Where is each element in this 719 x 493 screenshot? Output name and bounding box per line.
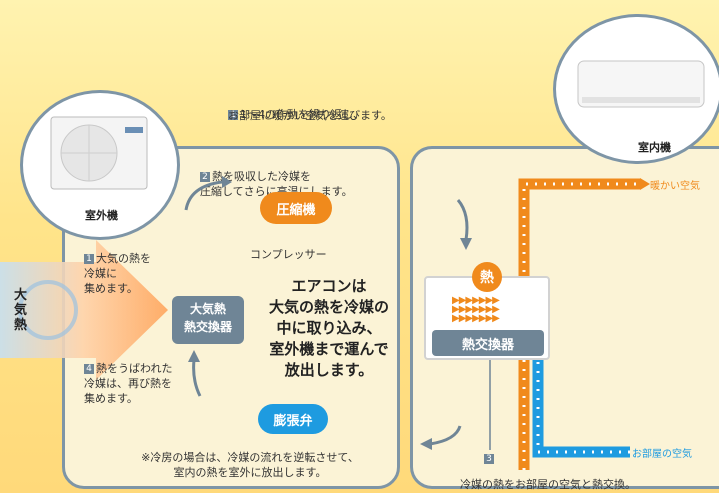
instruction-line1: 1〜4の作動を繰り返し、 xyxy=(240,108,364,121)
step4-description: 熱をうばわれた 冷媒は、再び熱を 集めます。 xyxy=(84,362,173,405)
compressor-label: 圧縮機 xyxy=(276,202,316,218)
step4-number: 4 xyxy=(84,364,94,374)
step1-number: 1 xyxy=(84,254,94,264)
step2-number: 2 xyxy=(200,172,210,182)
cooling-note: ※冷房の場合は、冷媒の流れを逆転させて、 室内の熱を室外に放出します。 xyxy=(141,451,359,479)
heat-label: 熱 xyxy=(480,270,494,286)
indoor-unit-icon xyxy=(577,60,705,108)
center-explanation: エアコンは 大気の熱を冷媒の 中に取り込み、 室外機まで運んで 放出します。 xyxy=(268,277,389,379)
step3-description: 冷媒の熱をお部屋の空気と熱交換。 xyxy=(460,478,636,491)
heat-source-label: 大気熱 xyxy=(14,288,28,333)
room-air-label: お部屋の空気 xyxy=(632,449,692,460)
expansion-valve-label: 膨張弁 xyxy=(273,413,313,429)
heat-transfer-arrows: ▶▶▶▶▶▶▶▶▶▶▶▶▶▶▶▶▶▶▶▶▶ xyxy=(452,295,500,324)
outdoor-unit-label: 室外機 xyxy=(85,209,118,222)
indoor-unit-bubble: 室内機 xyxy=(553,14,719,164)
compressor-node: 圧縮機 xyxy=(260,192,332,224)
step3-text: 3 冷媒の熱をお部屋の空気と熱交換。 xyxy=(460,454,700,492)
heat-source-arrow xyxy=(0,240,168,380)
step1-description: 大気の熱を 冷媒に 集めます。 xyxy=(84,252,151,295)
indoor-unit-label: 室内機 xyxy=(638,141,671,154)
compressor-sublabel: コンプレッサー xyxy=(250,248,327,261)
instruction-line2: お部屋に暖かい空気を運びます。 xyxy=(228,109,392,122)
warm-air-label: 暖かい空気 xyxy=(650,181,700,192)
step3-number: 3 xyxy=(484,454,494,464)
outdoor-unit-icon xyxy=(50,116,148,190)
outdoor-unit-bubble: 室外機 xyxy=(20,90,180,240)
step-number-badge: 1 xyxy=(228,110,238,120)
outdoor-heat-exchanger: 大気熱 熱交換器 xyxy=(172,296,244,344)
indoor-heat-exchanger: 熱交換器 xyxy=(432,330,544,356)
expansion-valve-node: 膨張弁 xyxy=(258,404,328,434)
heat-circle: 熱 xyxy=(472,262,502,292)
